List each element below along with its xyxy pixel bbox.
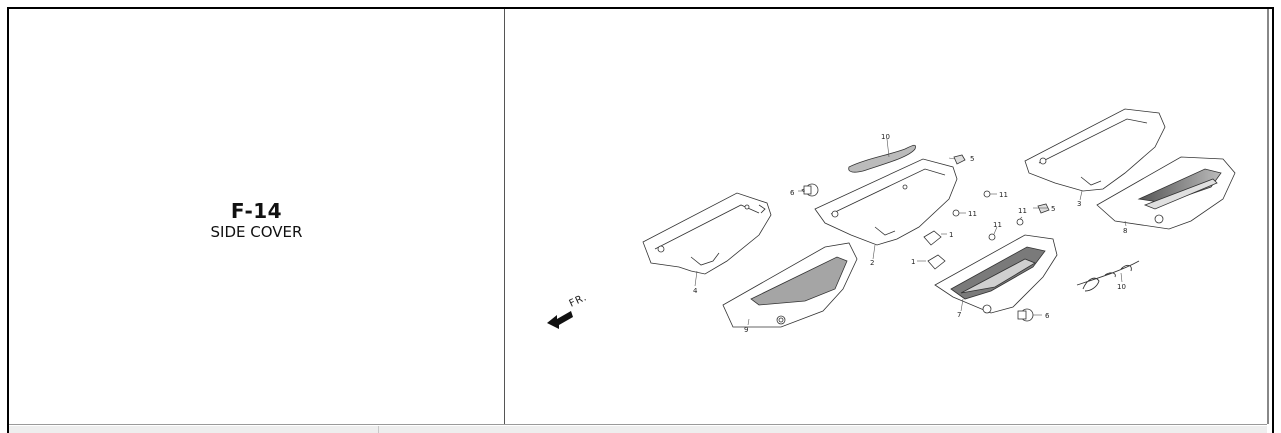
callout-11-d: 11 [1018, 207, 1027, 215]
callout-6-left: 6 [790, 189, 795, 197]
callout-11-b: 11 [968, 210, 977, 218]
callout-2: 2 [870, 259, 874, 267]
exploded-diagram: FR. 10 6 5 2 [505, 9, 1267, 424]
part-11-bolts [952, 190, 1024, 241]
bottom-rule [9, 424, 1267, 425]
part-5-clip-right [1037, 203, 1050, 214]
part-3-inner-cover-right [1024, 108, 1166, 192]
part-5-clip-upper [953, 154, 966, 165]
callout-11-c: 11 [993, 221, 1002, 229]
footer-tick [378, 426, 379, 433]
section-code: F-14 [230, 199, 283, 223]
part-2-inner-cover-center [814, 158, 958, 246]
callout-1-upper: 1 [949, 231, 953, 239]
part-7-outer-cover-right [934, 234, 1058, 314]
callout-1-lower: 1 [911, 258, 915, 266]
parts-diagram-svg: FR. 10 6 5 2 [547, 108, 1236, 334]
callout-10-lower: 10 [1117, 283, 1126, 291]
part-8-outer-cover-right-far [1096, 156, 1236, 230]
part-6-grommet-left [801, 183, 819, 197]
part-4-inner-cover-left [642, 192, 772, 275]
right-edge [1267, 9, 1269, 424]
leader-lines [694, 138, 1127, 326]
callout-5-upper: 5 [970, 155, 974, 163]
callout-10-upper: 10 [881, 133, 890, 141]
title-panel: F-14 SIDE COVER [9, 9, 504, 424]
front-direction-label: FR. [568, 292, 589, 310]
callout-11-a: 11 [999, 191, 1008, 199]
callout-7: 7 [957, 311, 961, 319]
footer-strip [9, 426, 1267, 433]
callout-5-right: 5 [1051, 205, 1055, 213]
callout-8: 8 [1123, 227, 1127, 235]
callout-9: 9 [744, 326, 748, 334]
callout-3: 3 [1077, 200, 1081, 208]
panel-divider [504, 9, 505, 424]
page-frame [7, 7, 1274, 433]
callout-labels: 10 6 5 2 11 11 4 11 11 1 1 5 3 8 10 9 7 … [693, 133, 1127, 334]
part-1-brackets [923, 230, 946, 270]
part-6-grommet-right [1017, 308, 1034, 322]
part-10-emblem-lower [1076, 260, 1140, 292]
part-10-emblem-upper [848, 144, 916, 173]
section-title: SIDE COVER [210, 223, 303, 241]
callout-4: 4 [693, 287, 698, 295]
callout-6-right: 6 [1045, 312, 1050, 320]
part-9-outer-cover-left [722, 242, 858, 328]
front-direction-arrow: FR. [547, 292, 589, 329]
